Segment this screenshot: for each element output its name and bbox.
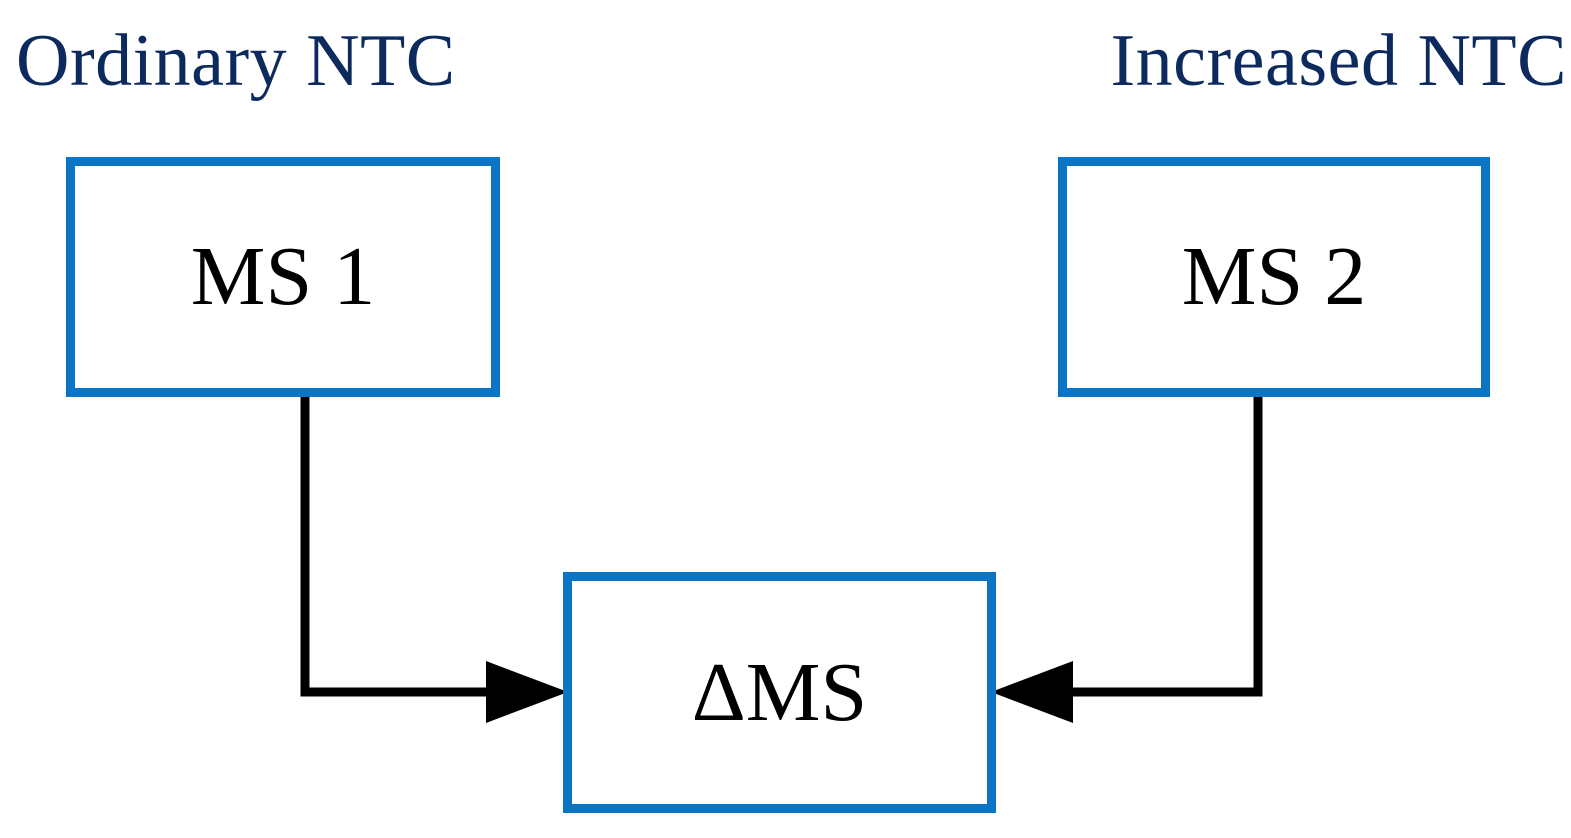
node-box-delta-ms[interactable]: ΔMS [563, 572, 996, 813]
arrowhead-right-icon [486, 661, 568, 723]
connector-ms2-to-dms [991, 392, 1263, 723]
heading-increased-ntc: Increased NTC [1110, 20, 1567, 102]
node-label-delta-ms: ΔMS [691, 645, 868, 739]
node-box-ms1[interactable]: MS 1 [66, 157, 500, 397]
node-label-ms1: MS 1 [190, 230, 376, 323]
heading-ordinary-ntc: Ordinary NTC [16, 20, 456, 102]
connector-ms1-to-dms [300, 392, 568, 723]
node-label-ms2: MS 2 [1181, 230, 1367, 323]
arrowhead-left-icon [991, 661, 1073, 723]
node-box-ms2[interactable]: MS 2 [1058, 157, 1490, 397]
